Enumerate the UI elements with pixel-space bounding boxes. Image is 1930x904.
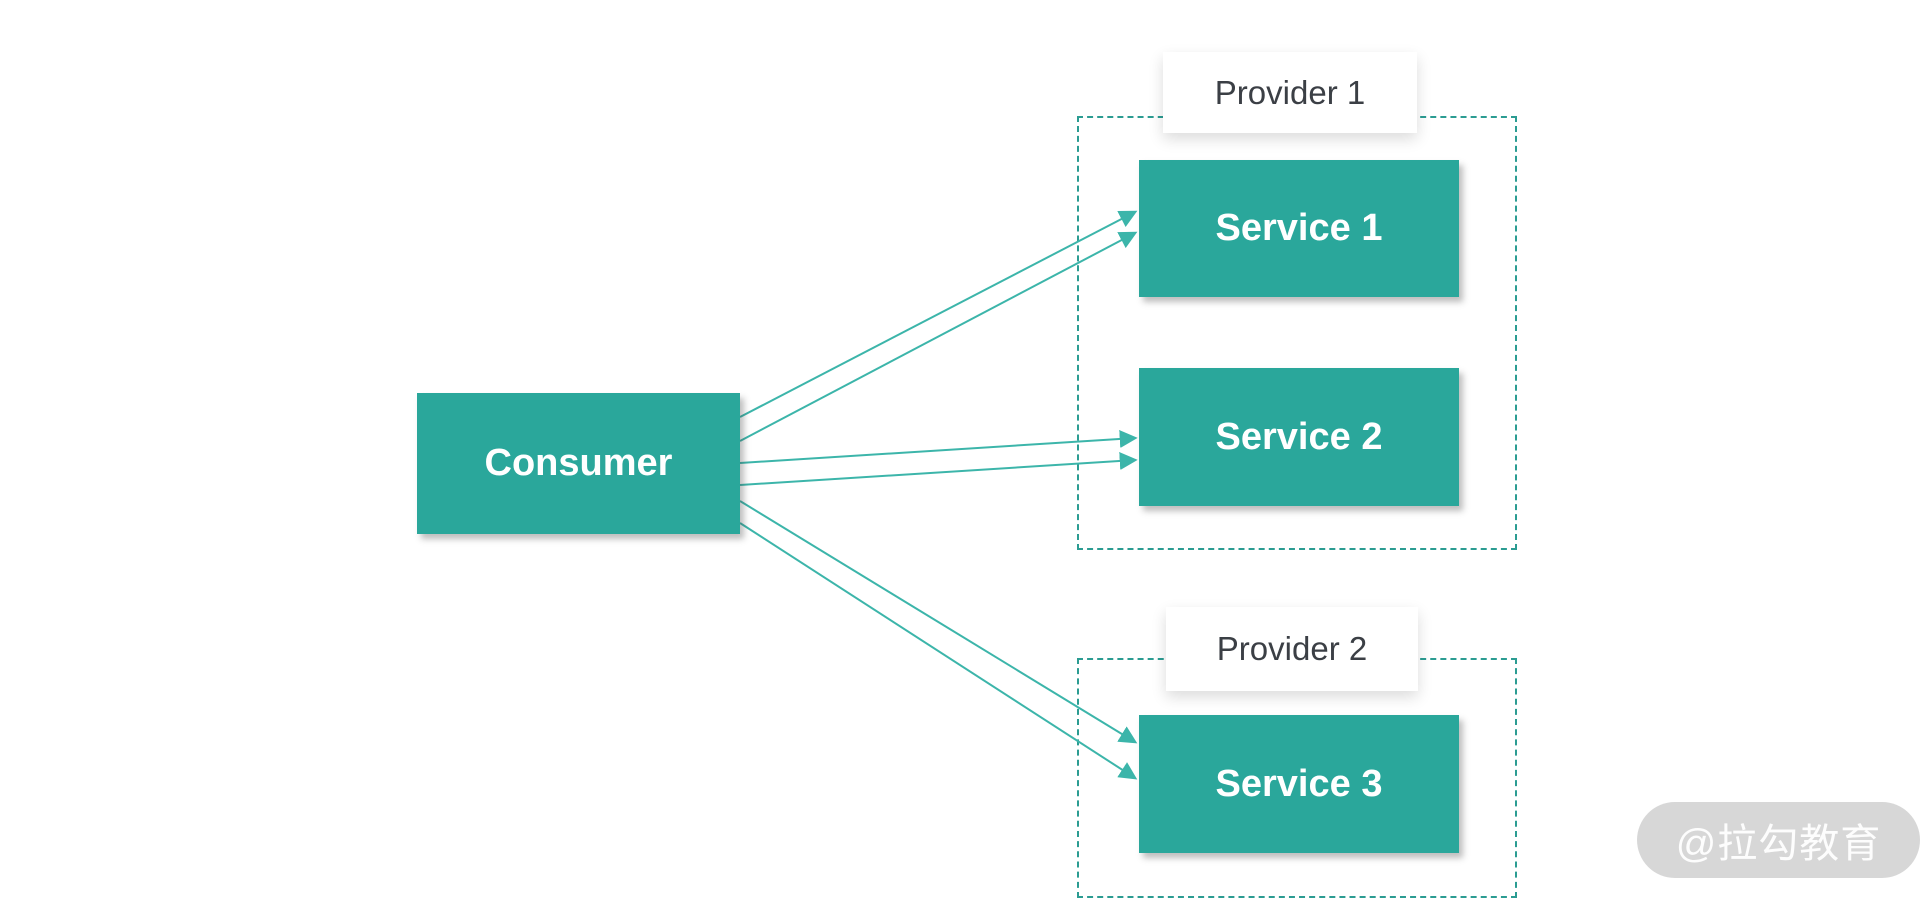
arrow-consumer-to-service1-a [739, 210, 1138, 418]
arrow-consumer-to-service2-b [739, 451, 1138, 486]
service-3-node: Service 3 [1139, 715, 1459, 853]
provider-1-label-card: Provider 1 [1163, 52, 1417, 133]
service-2-node: Service 2 [1139, 368, 1459, 506]
watermark-badge: @拉勾教育 [1637, 802, 1920, 878]
service-2-label: Service 2 [1215, 415, 1383, 458]
arrow-consumer-to-service3-a [739, 500, 1138, 744]
arrow-consumer-to-service3-b [739, 522, 1138, 780]
consumer-node: Consumer [417, 393, 740, 534]
service-3-label: Service 3 [1215, 762, 1383, 805]
service-1-label: Service 1 [1215, 207, 1383, 249]
provider-1-label: Provider 1 [1214, 73, 1366, 111]
consumer-label: Consumer [484, 442, 673, 484]
arrow-consumer-to-service2-a [739, 429, 1138, 464]
arrow-consumer-to-service1-b [739, 231, 1138, 442]
service-1-node: Service 1 [1139, 160, 1459, 297]
watermark-text: @拉勾教育 [1675, 822, 1882, 866]
provider-2-label-card: Provider 2 [1166, 607, 1418, 691]
provider-2-label: Provider 2 [1216, 630, 1368, 667]
